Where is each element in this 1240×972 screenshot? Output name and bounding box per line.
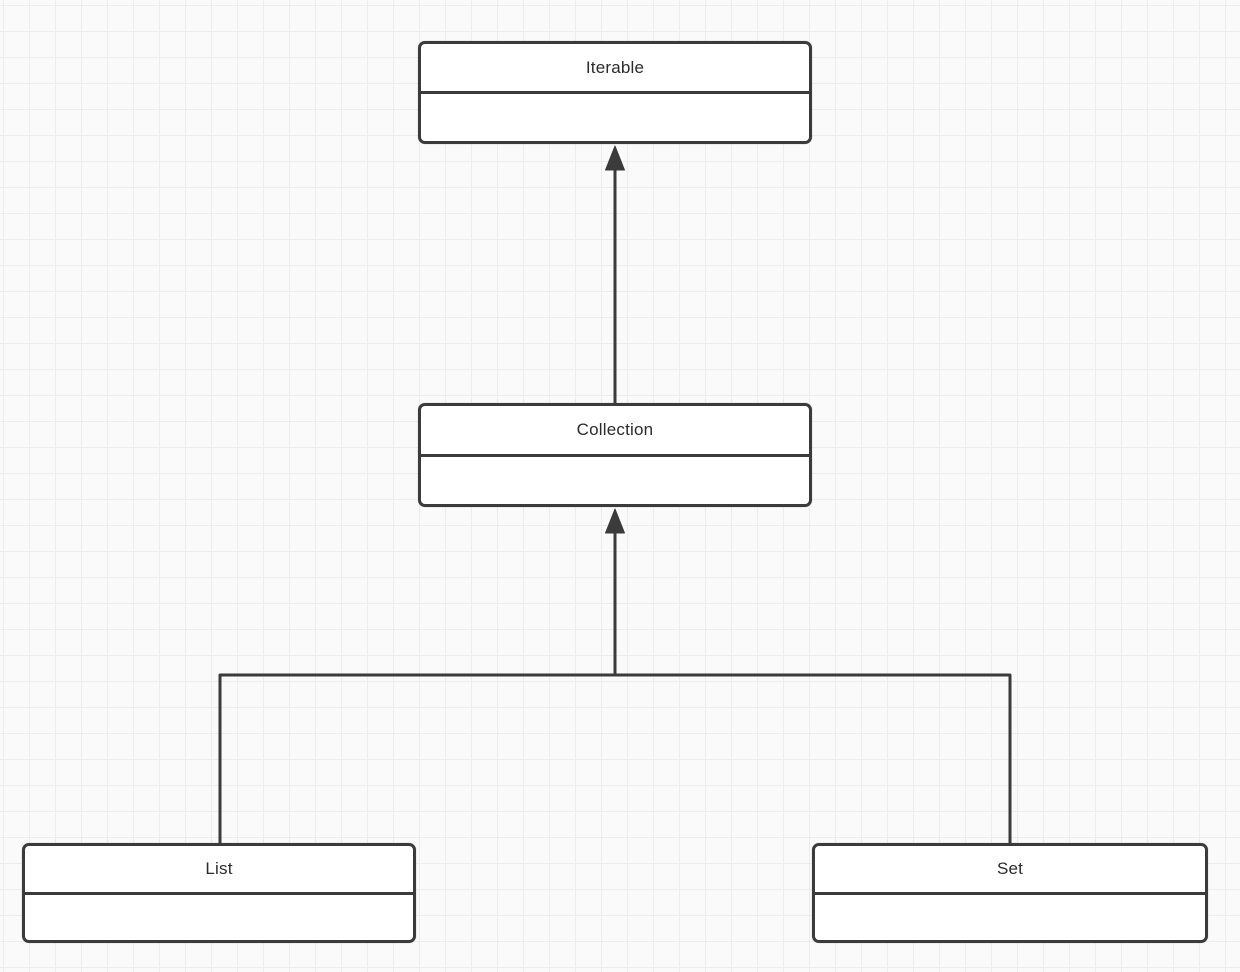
- uml-class-node-iterable[interactable]: Iterable: [418, 41, 812, 144]
- class-name-compartment: Set: [815, 846, 1205, 895]
- class-name-label: Collection: [576, 420, 654, 439]
- class-members-compartment: [421, 457, 809, 504]
- class-name-label: List: [205, 859, 233, 878]
- uml-class-node-set[interactable]: Set: [812, 843, 1208, 943]
- uml-class-node-list[interactable]: List: [22, 843, 416, 943]
- uml-class-node-collection[interactable]: Collection: [418, 403, 812, 507]
- class-name-compartment: List: [25, 846, 413, 895]
- edge-line: [218, 673, 1012, 843]
- class-name-compartment: Collection: [421, 406, 809, 457]
- class-members-compartment: [815, 895, 1205, 940]
- class-members-compartment: [421, 94, 809, 141]
- edge-collection-to-iterable[interactable]: [605, 145, 625, 403]
- edge-list-set-branch[interactable]: [218, 673, 1012, 843]
- class-name-compartment: Iterable: [421, 44, 809, 94]
- class-name-label: Set: [996, 859, 1024, 878]
- generalization-arrowhead-icon: [605, 145, 625, 171]
- class-name-label: Iterable: [585, 57, 645, 77]
- generalization-arrowhead-icon: [605, 508, 625, 534]
- class-members-compartment: [25, 895, 413, 940]
- edge-branch-to-collection[interactable]: [605, 508, 625, 675]
